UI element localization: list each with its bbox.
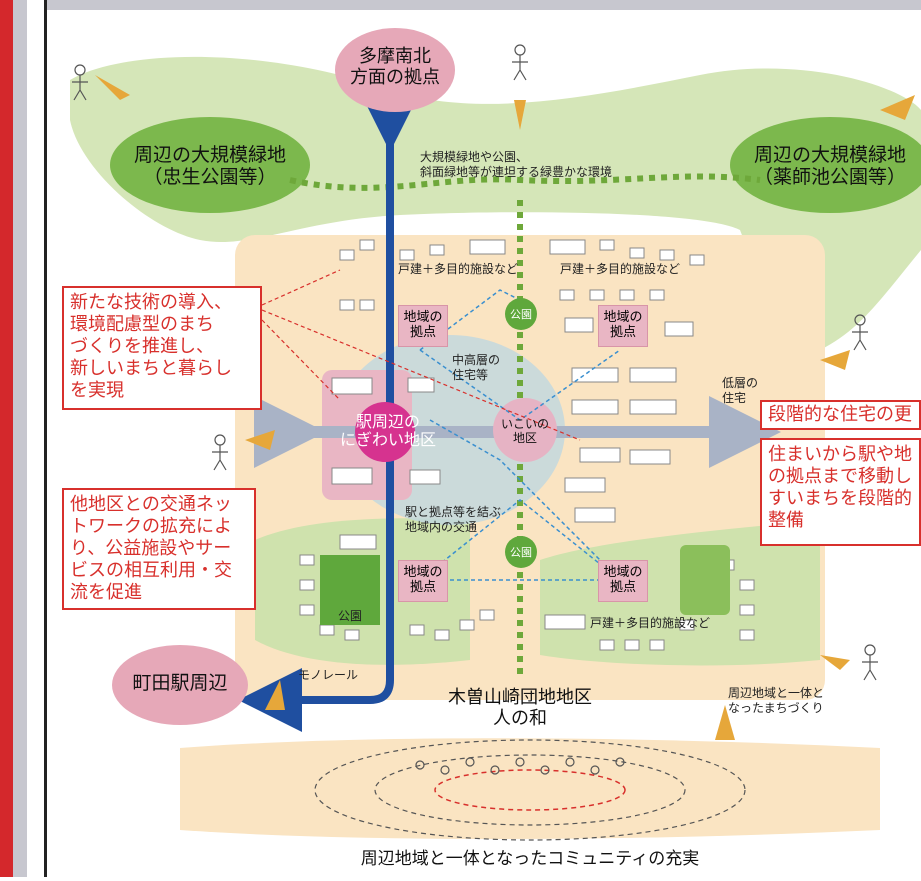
park-marker-1: 公園 bbox=[505, 298, 537, 330]
green-network-label: 大規模緑地や公園、 斜面緑地等が連坦する緑豊かな環境 bbox=[420, 150, 613, 179]
local-base-1: 地域の 拠点 bbox=[398, 305, 448, 347]
house-mixed-label-1: 戸建＋多目的施設など bbox=[398, 262, 519, 276]
local-base-3: 地域の 拠点 bbox=[398, 560, 448, 602]
east-green-ellipse bbox=[730, 117, 921, 213]
local-traffic-dashes bbox=[419, 289, 621, 581]
mid-rise-label: 中高層の 住宅等 bbox=[452, 353, 501, 382]
callout-mobility: 住まいから駅や地 の拠点まで移動し すいまちを段階的 整備 bbox=[760, 438, 921, 546]
ikoi-circle bbox=[493, 398, 557, 462]
bottom-caption: 周辺地域と一体となったコミュニティの充実 bbox=[360, 849, 700, 869]
callout-network: 他地区との交通ネッ トワークの拡充によ り、公益施設やサー ビスの相互利用・交 … bbox=[62, 488, 256, 610]
park-block-east bbox=[680, 545, 730, 615]
low-rise-label: 低層の 住宅 bbox=[722, 376, 759, 405]
local-traffic-label: 駅と拠点等を結ぶ 地域内の交通 bbox=[405, 505, 502, 534]
park-block-west bbox=[320, 555, 380, 625]
community-ellipse-inner bbox=[434, 769, 626, 811]
station-marker bbox=[355, 402, 415, 462]
community-ellipse-outer bbox=[314, 739, 746, 841]
house-mixed-label-3: 戸建＋多目的施設など bbox=[590, 616, 711, 630]
tama-node-label: 多摩南北 方面の拠点 bbox=[350, 46, 440, 88]
integrated-town-label: 周辺地域と一体と なったまちづくり bbox=[728, 686, 825, 715]
left-black-line bbox=[44, 0, 47, 877]
station-district-label: 駅周辺の にぎわい地区 bbox=[339, 412, 436, 450]
west-green-label: 周辺の大規模緑地 （忠生公園等） bbox=[133, 144, 286, 188]
top-gray-band bbox=[47, 0, 921, 10]
machida-node-shape bbox=[112, 645, 248, 725]
park-label-west: 公園 bbox=[337, 609, 362, 623]
left-red-bar bbox=[0, 0, 13, 877]
inbound-arrows bbox=[95, 75, 915, 740]
monorail-label: モノレール bbox=[298, 668, 359, 682]
community-band bbox=[180, 738, 880, 839]
ikoi-district-label: いこいの 地区 bbox=[500, 417, 549, 445]
house-mixed-label-2: 戸建＋多目的施設など bbox=[560, 262, 681, 276]
park-marker-2: 公園 bbox=[505, 536, 537, 568]
callout-tech: 新たな技術の導入、 環境配慮型のまち づくりを推進し、 新しいまちと暮らし を実… bbox=[62, 286, 262, 410]
local-base-2: 地域の 拠点 bbox=[598, 305, 648, 347]
left-gray-bar bbox=[13, 0, 27, 877]
east-green-label: 周辺の大規模緑地 （薬師池公園等） bbox=[753, 144, 906, 188]
district-title-label: 木曽山崎団地地区 人の和 bbox=[448, 687, 592, 729]
community-ellipse-mid bbox=[374, 754, 686, 826]
north-south-axis bbox=[238, 88, 422, 732]
callout-leaders bbox=[261, 269, 581, 441]
local-base-4: 地域の 拠点 bbox=[598, 560, 648, 602]
machida-node-label: 町田駅周辺 bbox=[132, 672, 228, 694]
callout-phased: 段階的な住宅の更 bbox=[760, 400, 921, 430]
community-people bbox=[415, 757, 625, 775]
tama-node-shape bbox=[335, 28, 455, 112]
